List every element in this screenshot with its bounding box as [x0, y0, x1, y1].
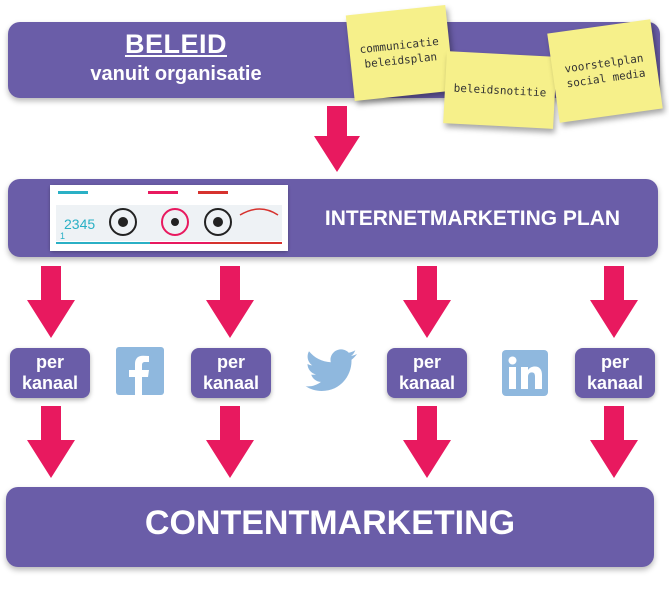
beleid-title: BELEID [124, 29, 227, 59]
sticky-note-voorstelplan: voorstelplan social media [547, 19, 663, 123]
down-arrow-icon [206, 266, 254, 338]
down-arrow-icon [590, 266, 638, 338]
sticky-note-text: voorstelplan social media [563, 51, 647, 91]
contentmarketing-bar [6, 487, 654, 567]
channel-box-4: per kanaal [575, 348, 655, 398]
channel-label-per: per [600, 352, 629, 372]
plan-thumbnail-image: 2345 1 [50, 185, 288, 251]
channel-label-per: per [412, 352, 441, 372]
contentmarketing-title: CONTENTMARKETING [144, 504, 516, 542]
internetmarketing-title: INTERNETMARKETING PLAN [324, 207, 621, 230]
channel-label-kanaal: kanaal [398, 373, 456, 393]
plan-thumbnail-graphic: 2345 1 [50, 185, 288, 251]
down-arrow-icon [27, 266, 75, 338]
down-arrow-icon [590, 406, 638, 478]
svg-text:2345: 2345 [64, 216, 95, 232]
linkedin-icon [502, 350, 548, 396]
down-arrow-icon [314, 106, 360, 172]
channel-label-kanaal: kanaal [586, 373, 644, 393]
twitter-icon [305, 349, 357, 391]
sticky-note-beleidsnotitie: beleidsnotitie [443, 51, 557, 129]
channel-label-kanaal: kanaal [21, 373, 79, 393]
down-arrow-icon [27, 406, 75, 478]
channel-box-3: per kanaal [387, 348, 467, 398]
channel-label-per: per [35, 352, 64, 372]
sticky-note-communicatie: communicatie beleidsplan [345, 5, 455, 101]
sticky-note-text: communicatie beleidsplan [359, 34, 440, 71]
channel-box-2: per kanaal [191, 348, 271, 398]
channel-label-per: per [216, 352, 245, 372]
sticky-note-text: beleidsnotitie [453, 81, 547, 99]
down-arrow-icon [206, 406, 254, 478]
channel-label-kanaal: kanaal [202, 373, 260, 393]
down-arrow-icon [403, 266, 451, 338]
facebook-icon [116, 347, 164, 395]
beleid-subtitle: vanuit organisatie [90, 63, 262, 85]
channel-box-1: per kanaal [10, 348, 90, 398]
svg-text:1: 1 [60, 231, 65, 241]
down-arrow-icon [403, 406, 451, 478]
